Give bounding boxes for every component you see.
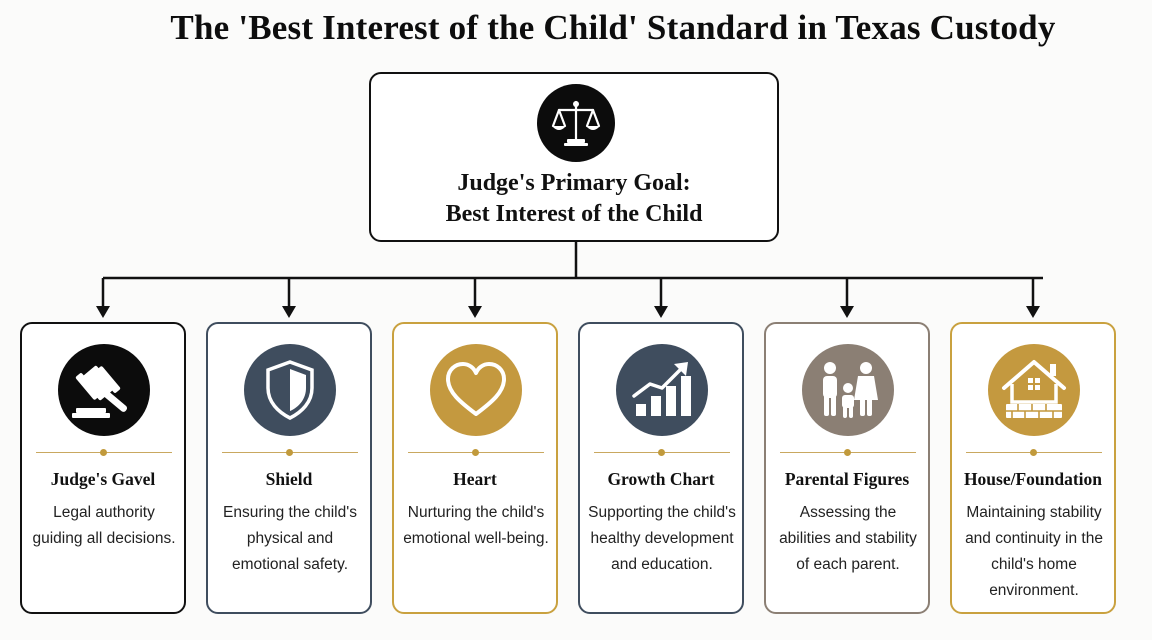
card-title: Judge's Gavel [50, 469, 156, 489]
card-title: House/Foundation [963, 469, 1103, 489]
card-title: Shield [265, 469, 313, 489]
growth-chart-icon [616, 344, 708, 436]
house-icon [988, 344, 1080, 436]
card-divider-dot [844, 449, 851, 456]
arrowhead [282, 306, 296, 318]
card-divider-dot [100, 449, 107, 456]
card-description: Assessing the abilities and stability of… [779, 504, 917, 573]
arrowhead [96, 306, 110, 318]
card-parental-figures: Parental Figures Assessing the abilities… [764, 322, 930, 614]
card-description: Ensuring the child's physical and emotio… [223, 504, 357, 573]
card-description: Maintaining stability and continuity in … [965, 504, 1103, 599]
card-title: Parental Figures [784, 469, 910, 489]
arrowhead [840, 306, 854, 318]
arrowhead [468, 306, 482, 318]
arrowhead [654, 306, 668, 318]
card-divider-dot [658, 449, 665, 456]
card-house-foundation: House/Foundation Maintaining stability a… [950, 322, 1116, 614]
primary-goal-line1: Judge's Primary Goal: [457, 170, 691, 196]
card-description: Supporting the child's healthy developme… [588, 504, 736, 573]
card-judges-gavel: Judge's Gavel Legal authority guiding al… [20, 322, 186, 614]
card-description: Nurturing the child's emotional well-bei… [403, 504, 549, 547]
family-icon [802, 344, 894, 436]
card-title: Growth Chart [607, 469, 715, 489]
page-title: The 'Best Interest of the Child' Standar… [170, 8, 1056, 47]
card-growth-chart: Growth Chart Supporting the child's heal… [578, 322, 744, 614]
card-heart: Heart Nurturing the child's emotional we… [392, 322, 558, 614]
card-divider-dot [472, 449, 479, 456]
card-divider-dot [286, 449, 293, 456]
primary-goal-box: Judge's Primary Goal: Best Interest of t… [369, 72, 779, 242]
card-shield: Shield Ensuring the child's physical and… [206, 322, 372, 614]
card-description: Legal authority guiding all decisions. [32, 504, 176, 547]
gavel-icon [58, 344, 150, 436]
card-title: Heart [453, 469, 497, 489]
heart-icon [430, 344, 522, 436]
scales-of-justice-icon [537, 84, 615, 162]
arrowhead [1026, 306, 1040, 318]
card-divider-dot [1030, 449, 1037, 456]
primary-goal-line2: Best Interest of the Child [445, 201, 703, 227]
shield-icon [244, 344, 336, 436]
